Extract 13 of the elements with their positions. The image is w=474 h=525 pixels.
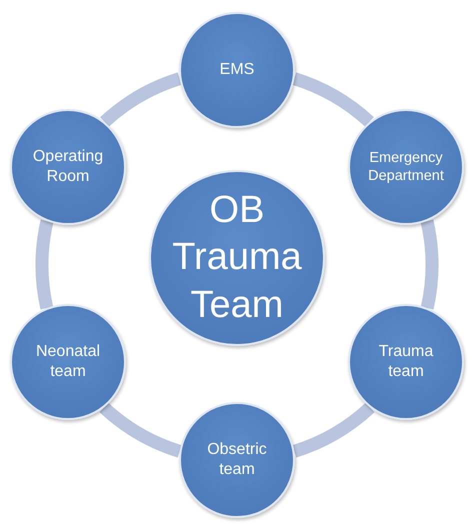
node-label: Emergency Department <box>367 148 445 186</box>
ring-connector <box>100 402 182 458</box>
node-label: Trauma team <box>378 342 434 382</box>
ring-connector <box>420 220 438 310</box>
ring-connector <box>292 402 374 458</box>
node-label: Neonatal team <box>34 342 102 382</box>
node-label: Operating Room <box>32 147 104 187</box>
ring-connector <box>292 72 374 127</box>
node-label: OB Trauma Team <box>171 188 303 328</box>
node-label: Obsetric team <box>206 440 268 480</box>
ring-connector <box>36 220 54 310</box>
node-label: EMS <box>220 60 254 80</box>
ring-connector <box>100 72 182 127</box>
